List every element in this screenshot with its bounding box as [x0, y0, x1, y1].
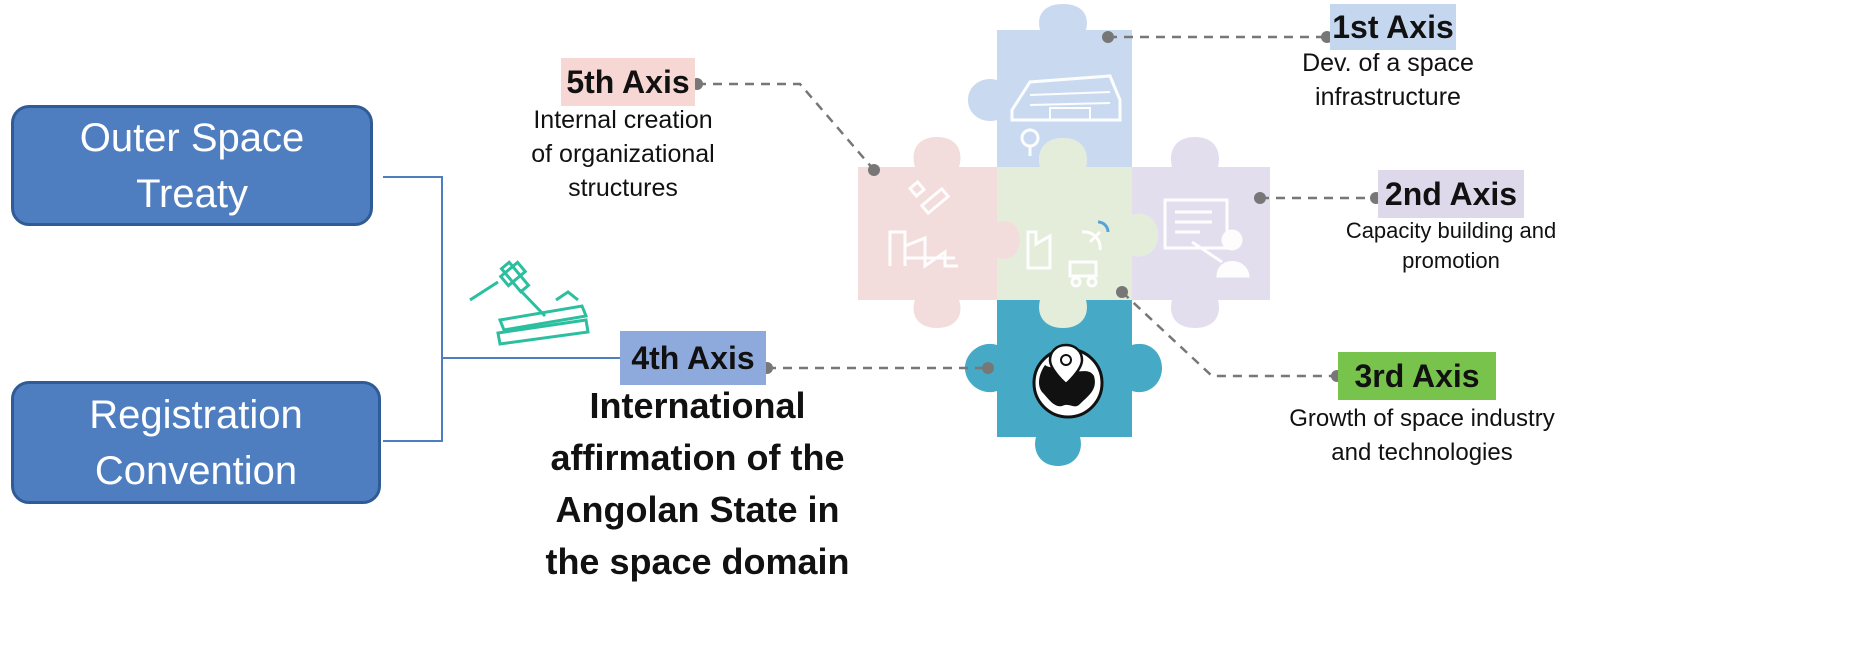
axis4-title: 4th Axis [620, 331, 766, 385]
axis2-title: 2nd Axis [1378, 170, 1524, 218]
puzzle-piece-top [968, 4, 1132, 167]
industry-antenna-icon [1026, 220, 1110, 288]
treaty-connector [383, 176, 622, 442]
axis3-title: 3rd Axis [1338, 352, 1496, 400]
axis2-description: Capacity building and promotion [1345, 218, 1557, 273]
puzzle-piece-left [858, 137, 1020, 328]
axis4-description: International affirmation of the Angolan… [545, 385, 850, 582]
axis5-description: Internal creation of organizational stru… [531, 106, 715, 202]
connectors [697, 35, 1376, 378]
axis3-title-text: 3rd Axis [1354, 357, 1480, 394]
axis3-description: Growth of space industry and technologie… [1289, 405, 1555, 466]
puzzle-piece-center [997, 138, 1158, 328]
space-center-building-icon [1010, 74, 1122, 156]
connector-axis5 [697, 82, 875, 171]
axis1-title: 1st Axis [1330, 4, 1456, 50]
outer-space-treaty-box: Outer Space Treaty [11, 105, 373, 226]
axis4-title-text: 4th Axis [631, 339, 755, 376]
axis5-title-text: 5th Axis [566, 63, 690, 100]
axis1-title-text: 1st Axis [1332, 8, 1454, 45]
axis1-description: Dev. of a space infrastructure [1302, 49, 1474, 111]
registration-convention-box: Registration Convention [11, 381, 381, 504]
axis5-title: 5th Axis [561, 58, 695, 106]
gavel-books-icon [469, 260, 590, 346]
registration-convention-label: Registration Convention [89, 392, 303, 493]
globe-pin-icon [1032, 343, 1104, 419]
teacher-board-icon [1163, 198, 1250, 278]
satellite-factory-icon [888, 179, 958, 269]
puzzle-piece-right [1132, 137, 1270, 328]
outer-space-treaty-label: Outer Space Treaty [79, 115, 305, 216]
axis2-title-text: 2nd Axis [1384, 175, 1518, 212]
